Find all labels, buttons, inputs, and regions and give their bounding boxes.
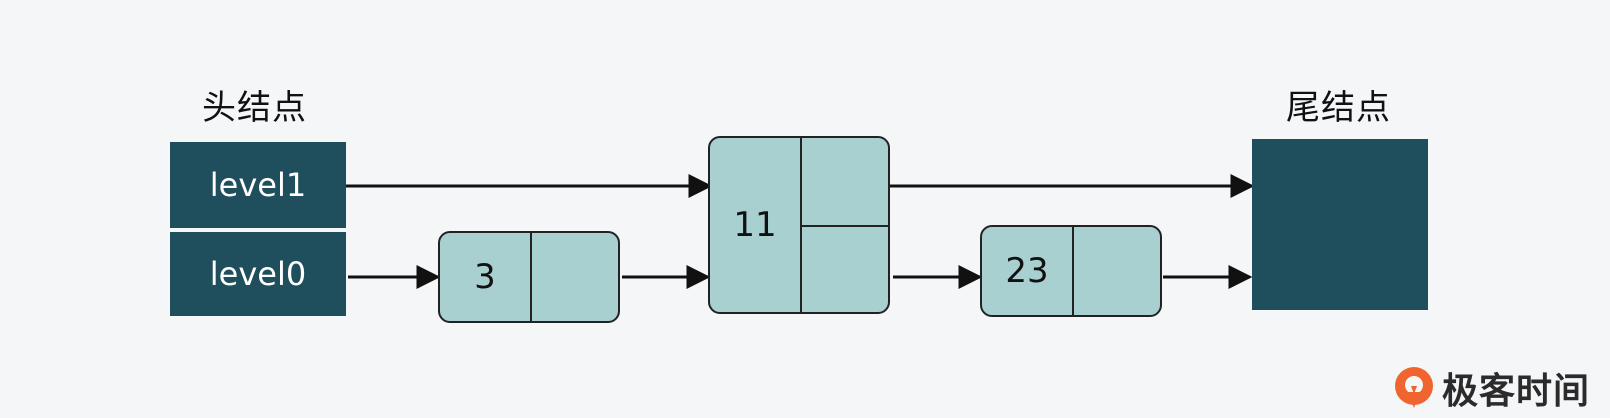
brand-logo: 极客时间	[1392, 362, 1590, 414]
node-value: 11	[733, 205, 777, 245]
node-level-divider	[800, 225, 888, 227]
node-divider	[1072, 227, 1074, 315]
node-value: 3	[474, 257, 496, 297]
brand-name: 极客时间	[1442, 371, 1591, 412]
tail-node	[1252, 139, 1428, 310]
node-value: 23	[1005, 251, 1049, 291]
geektime-logo-icon	[1395, 367, 1433, 408]
node-divider	[530, 233, 532, 321]
skiplist-node-11: 11	[708, 136, 890, 314]
skiplist-node-3: 3	[438, 231, 620, 323]
skiplist-node-23: 23	[980, 225, 1162, 317]
tail-node-label: 尾结点	[1286, 88, 1391, 128]
head-node-level0: level0	[170, 232, 346, 316]
head-node-level1: level1	[170, 142, 346, 228]
head-node-label: 头结点	[202, 88, 307, 128]
